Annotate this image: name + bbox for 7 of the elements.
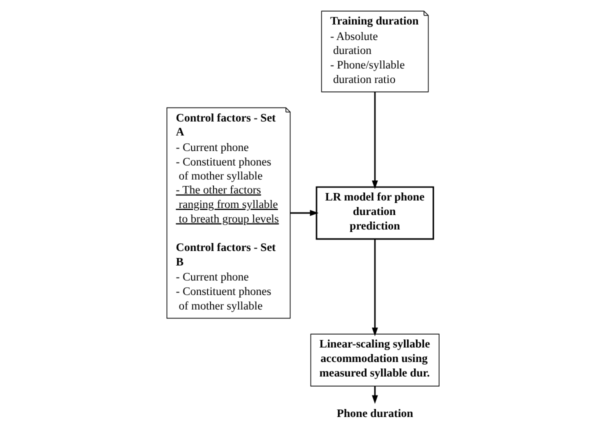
node-text: Phone duration — [336, 408, 413, 420]
node-box: Linear-scaling syllable accommodation using measured syllable dur. — [310, 334, 439, 386]
arrow — [371, 386, 378, 404]
arrow — [371, 239, 378, 336]
arrow — [371, 92, 378, 190]
arrow — [290, 210, 318, 216]
node-box: LR model for phone duration prediction — [315, 186, 434, 240]
